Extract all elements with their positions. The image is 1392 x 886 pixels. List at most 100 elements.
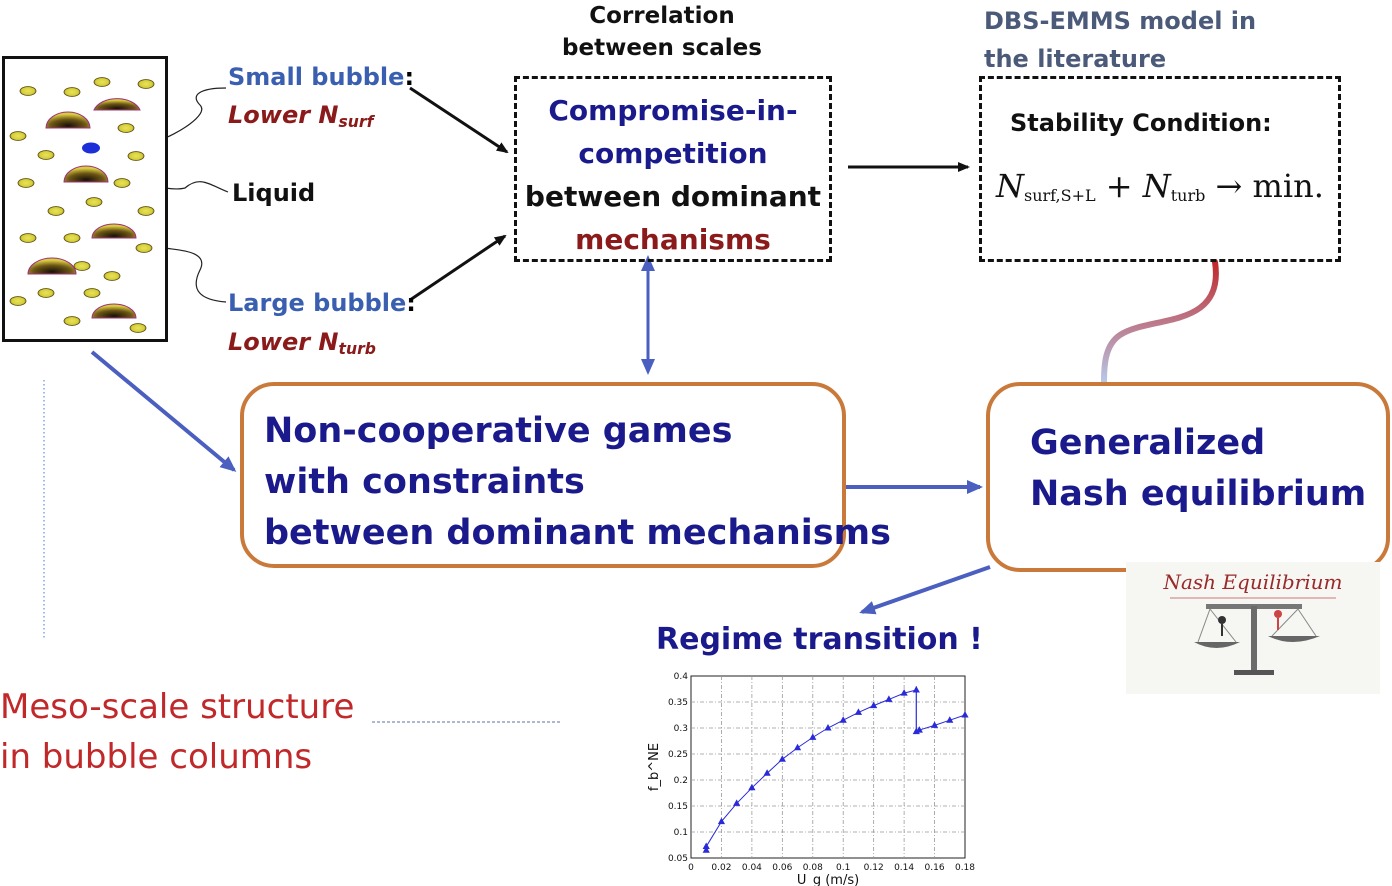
nash-equilibrium-picture: Nash Equilibrium [1126, 562, 1380, 694]
leader-large-bubble [149, 237, 227, 303]
correlation-title: Correlation between scales [520, 0, 804, 64]
link-stability-nash [1101, 259, 1219, 385]
data-point [778, 755, 786, 762]
meso-line1: Meso-scale structure [0, 687, 355, 727]
data-point [763, 769, 771, 776]
small-bubble-title: Small bubble [228, 63, 405, 91]
correlation-title-line2: between scales [562, 35, 762, 61]
formula-sub2: turb [1170, 186, 1206, 205]
x-tick-label: 0.06 [772, 863, 792, 873]
x-tick-label: 0.04 [742, 863, 762, 873]
nash-box: Generalized Nash equilibrium [986, 382, 1390, 572]
small-bubble-sub-index: surf [338, 112, 374, 131]
data-point [824, 724, 832, 731]
dbs-title: DBS-EMMS model in the literature [984, 2, 1256, 78]
y-axis-label: f_b^NE [647, 743, 662, 791]
liquid-label: Liquid [232, 179, 316, 207]
y-tick-label: 0.2 [674, 776, 688, 786]
compromise-line1: Compromise-in- [548, 94, 798, 127]
x-axis-label: U_g (m/s) [797, 873, 859, 886]
correlation-title-line1: Correlation [589, 3, 735, 29]
y-tick-label: 0.25 [668, 750, 688, 760]
x-tick-label: 0.08 [803, 863, 823, 873]
compromise-line3: between dominant [524, 180, 822, 213]
dbs-title-line1: DBS-EMMS model in [984, 7, 1257, 35]
stability-formula: Nsurf,S+L + Nturb → min. [996, 167, 1324, 205]
large-bubble-sub: Lower Nturb [228, 327, 376, 364]
data-point [885, 695, 893, 702]
stability-label: Stability Condition: [1010, 109, 1272, 137]
games-line2: with constraints [264, 462, 585, 502]
leader-small-bubble [147, 87, 227, 147]
formula-plus: + [1105, 167, 1133, 205]
data-point [748, 783, 756, 791]
regime-title: Regime transition ! [656, 622, 983, 657]
nash-line2: Nash equilibrium [1030, 474, 1367, 514]
y-tick-label: 0.4 [674, 672, 689, 682]
formula-min: min. [1252, 167, 1324, 205]
data-point [702, 842, 710, 850]
data-point [915, 726, 923, 733]
x-tick-label: 0.14 [894, 863, 914, 873]
compromise-line2: competition [578, 137, 768, 170]
data-point [809, 733, 817, 740]
games-line1: Non-cooperative games [264, 411, 733, 451]
meso-line2: in bubble columns [0, 737, 313, 777]
x-tick-label: 0.1 [836, 863, 850, 873]
y-tick-label: 0.35 [668, 698, 688, 708]
nash-line1: Generalized [1030, 423, 1266, 463]
x-tick-label: 0.18 [955, 863, 975, 873]
data-point [717, 817, 726, 825]
stability-box: Stability Condition: Nsurf,S+L + Nturb →… [979, 76, 1341, 262]
compromise-box: Compromise-in- competition between domin… [514, 76, 832, 262]
data-point [793, 743, 802, 751]
arrow-nash-to-regime [859, 565, 991, 615]
arrow-large-to-compromise [409, 234, 507, 302]
formula-arrow: → [1215, 167, 1243, 205]
y-tick-label: 0.05 [668, 854, 688, 864]
large-bubble-sub-prefix: Lower N [228, 328, 339, 356]
y-tick-label: 0.15 [668, 802, 688, 812]
data-point [854, 708, 863, 715]
data-point [702, 846, 710, 853]
small-bubble-sub: Lower Nsurf [228, 100, 373, 137]
data-point [900, 689, 908, 696]
large-bubble-sub-index: turb [338, 339, 376, 358]
formula-n2: N [1142, 167, 1171, 205]
x-tick-label: 0.12 [864, 863, 884, 873]
arrow-small-to-compromise [409, 86, 509, 154]
small-bubble-sub-prefix: Lower N [228, 101, 339, 129]
series-line [705, 689, 917, 851]
transition-arrowhead [913, 686, 920, 693]
games-box: Non-cooperative games with constraints b… [240, 382, 891, 568]
formula-sub1: surf,S+L [1024, 186, 1096, 205]
data-point [870, 701, 878, 709]
data-point [839, 716, 847, 723]
games-line3: between dominant mechanisms [264, 513, 891, 553]
x-tick-label: 0 [688, 863, 694, 873]
large-bubble-colon: : [406, 289, 416, 317]
formula-n1: N [996, 167, 1024, 205]
data-point [930, 721, 939, 728]
y-tick-label: 0.3 [674, 724, 688, 734]
data-point [961, 711, 969, 718]
x-tick-label: 0.02 [711, 863, 731, 873]
arrow-column-to-games [90, 350, 237, 472]
x-tick-label: 0.16 [925, 863, 945, 873]
dbs-title-line2: the literature [984, 45, 1167, 73]
y-tick-label: 0.1 [674, 828, 688, 838]
meso-caption: Meso-scale structure in bubble columns [0, 682, 354, 782]
bubble-column-illustration [2, 56, 168, 342]
regime-chart: 0 0.02 0.04 0.06 0.08 0.1 0.12 0.14 0.16 0.18 0.05… [647, 672, 975, 886]
data-point [733, 799, 741, 806]
data-point [946, 716, 954, 723]
compromise-line4: mechanisms [575, 223, 771, 256]
large-bubble-title: Large bubble [228, 289, 407, 317]
plot-area [690, 675, 966, 859]
balance-scale-icon [1170, 597, 1336, 675]
nash-picture-caption: Nash Equilibrium [1163, 570, 1343, 594]
small-bubble-label: Small bubble: [228, 62, 414, 92]
small-bubble-colon: : [404, 63, 415, 91]
large-bubble-label: Large bubble: [228, 288, 416, 318]
